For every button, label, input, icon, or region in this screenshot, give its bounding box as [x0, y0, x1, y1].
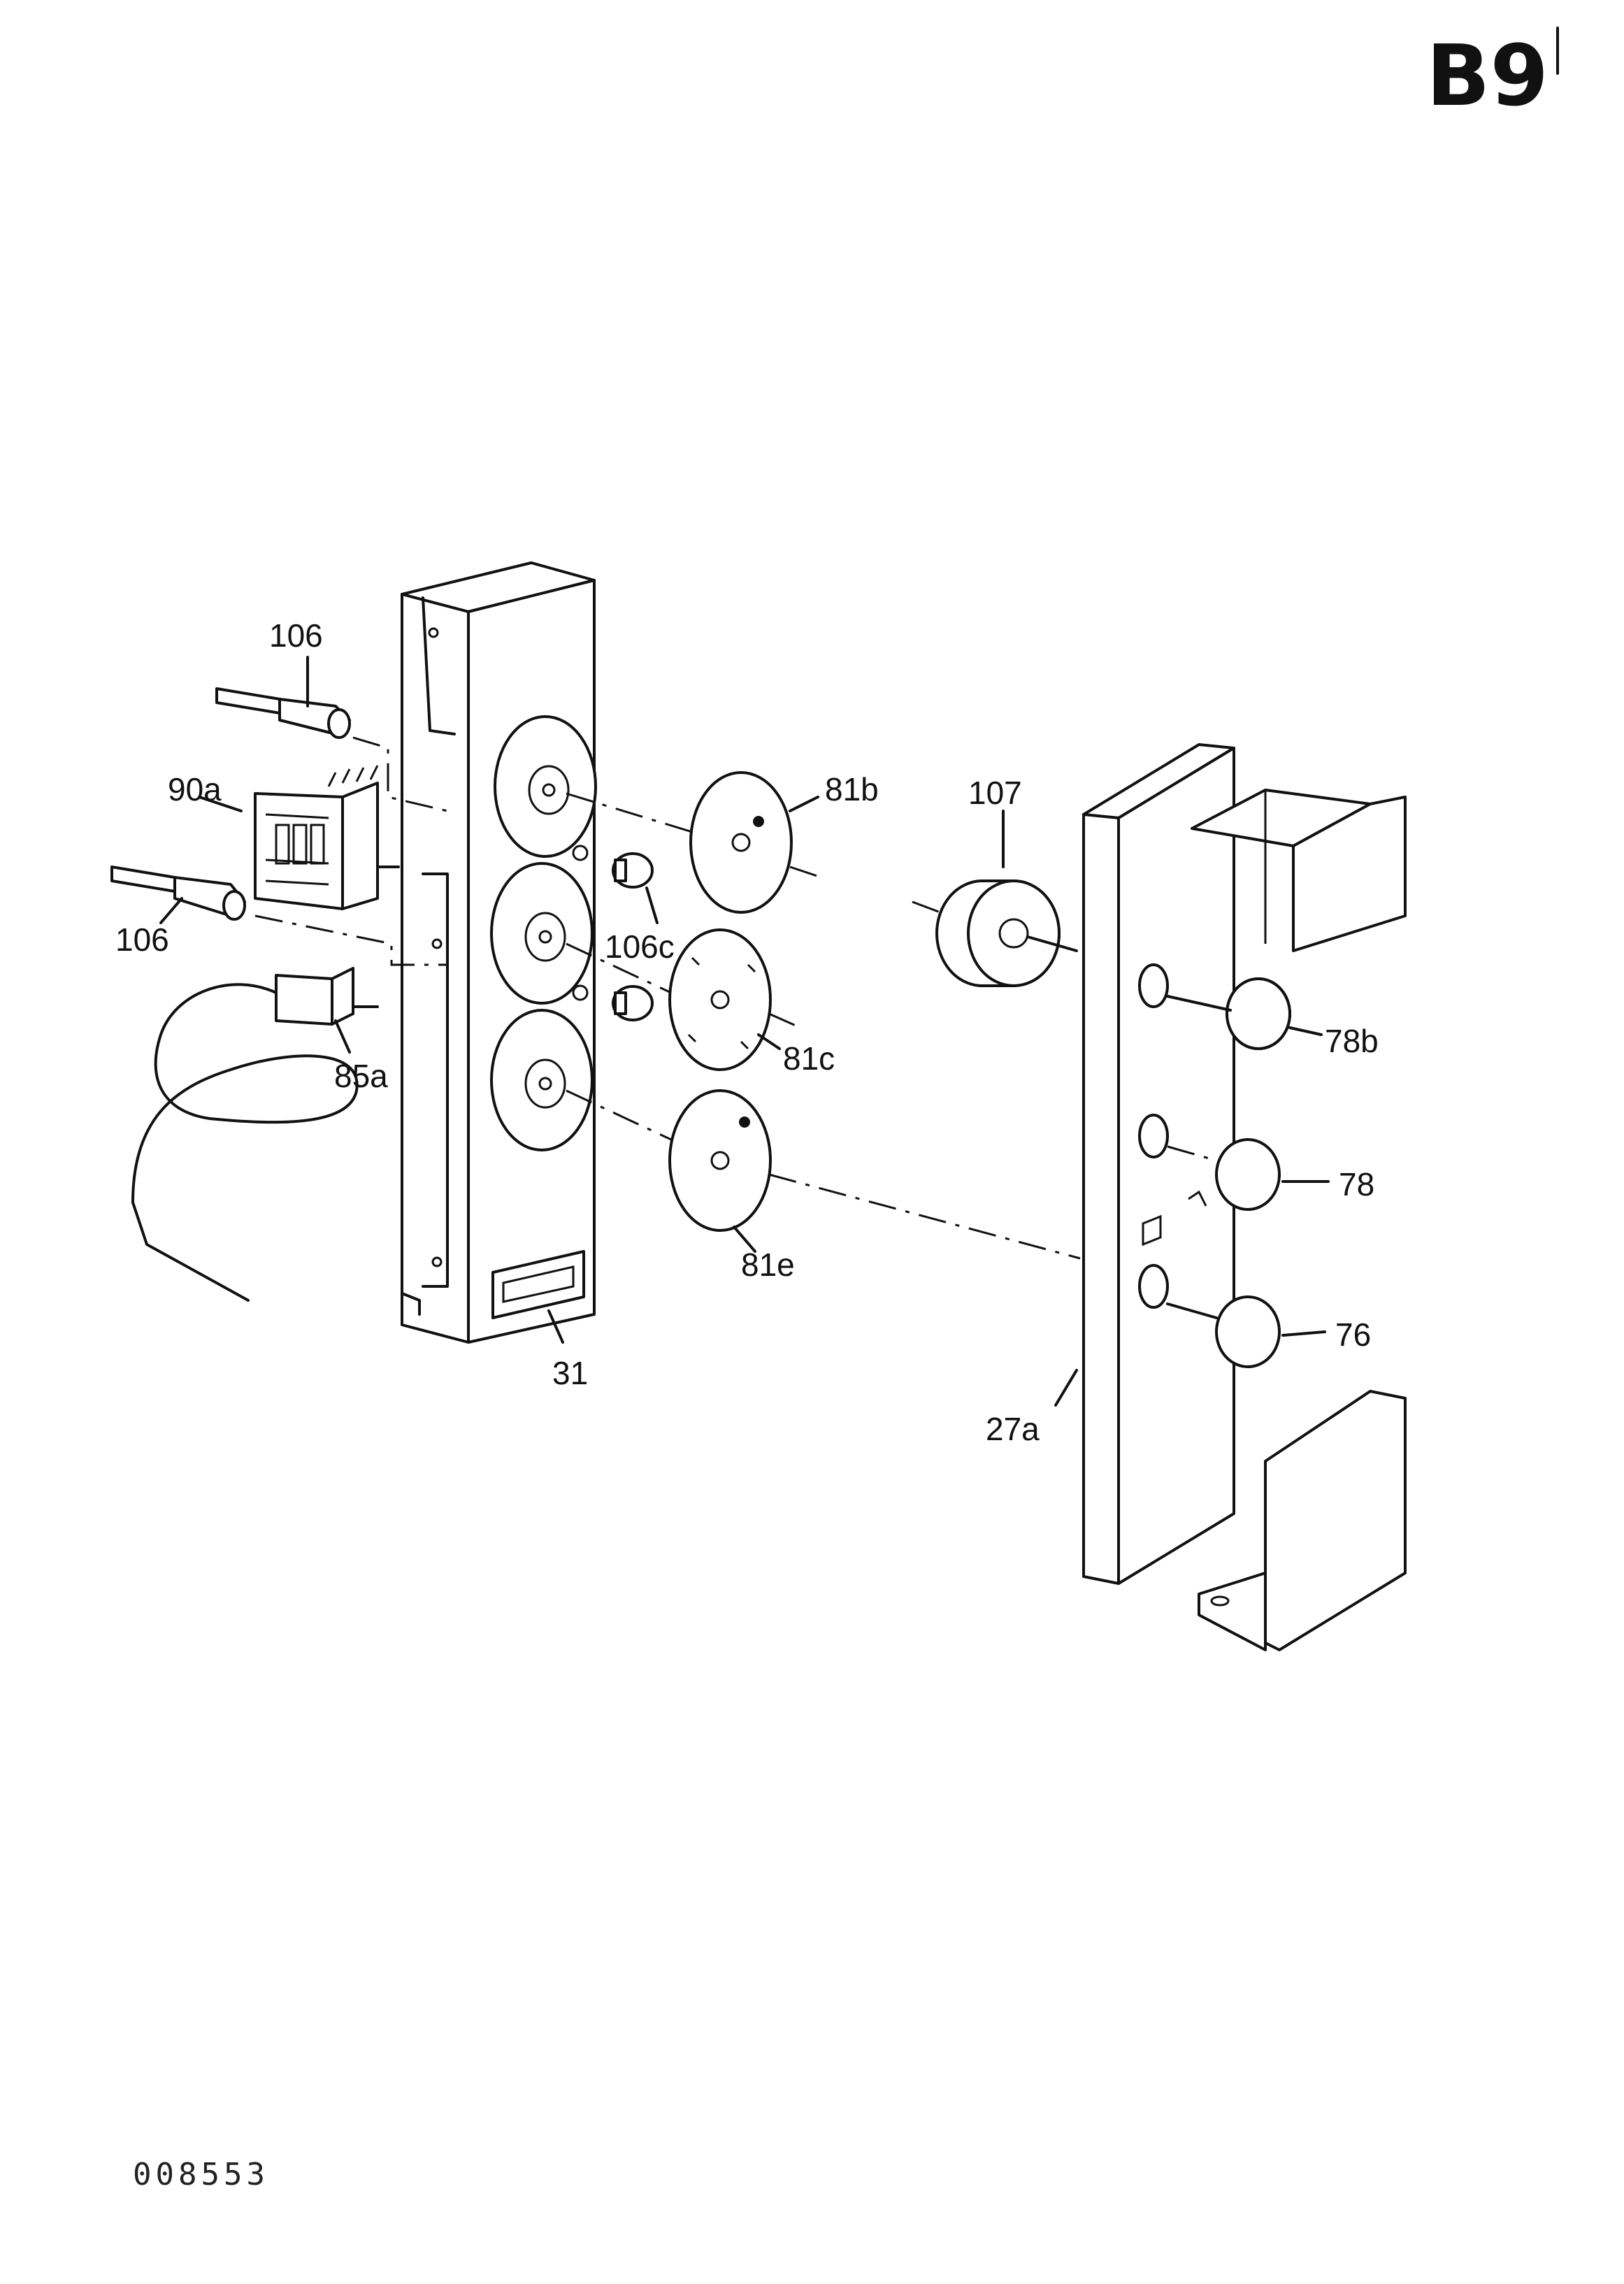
callout-27a: 27a: [986, 1411, 1040, 1447]
part-106-probe-bottom: [110, 866, 246, 924]
leader-31: [547, 1309, 564, 1344]
part-106c-spindles: [612, 852, 659, 1021]
callout-90a: 90a: [168, 771, 222, 807]
part-81c-dial: [668, 928, 781, 1071]
callout-106-top: 106: [269, 617, 323, 654]
callout-107: 107: [968, 775, 1022, 811]
callout-78b: 78b: [1325, 1023, 1379, 1059]
callout-106-bottom: 106: [115, 921, 169, 958]
part-27a-panel: [1054, 743, 1407, 1651]
part-106-probe-top: [215, 656, 351, 739]
part-81b-dial: [689, 771, 819, 914]
callout-81e: 81e: [741, 1247, 795, 1283]
part-31-frame: [401, 561, 597, 1344]
part-85a-thermostat: [131, 967, 379, 1302]
part-78b-knob: [1166, 977, 1323, 1050]
callout-76: 76: [1335, 1316, 1371, 1353]
part-81e-dial: [668, 1089, 772, 1253]
callout-106c: 106c: [605, 928, 675, 965]
document-number: 008553: [133, 2157, 269, 2192]
part-76-knob: [1166, 1295, 1326, 1368]
part-78-knob: [1167, 1138, 1330, 1211]
part-107-motor: [935, 810, 1078, 987]
callout-85a: 85a: [334, 1058, 388, 1094]
callout-78: 78: [1339, 1166, 1374, 1202]
sheet-id: B9: [1426, 28, 1548, 125]
part-90a-switch: [198, 765, 400, 910]
callout-81c: 81c: [783, 1040, 835, 1077]
callout-31: 31: [552, 1355, 588, 1391]
callout-81b: 81b: [825, 771, 879, 807]
